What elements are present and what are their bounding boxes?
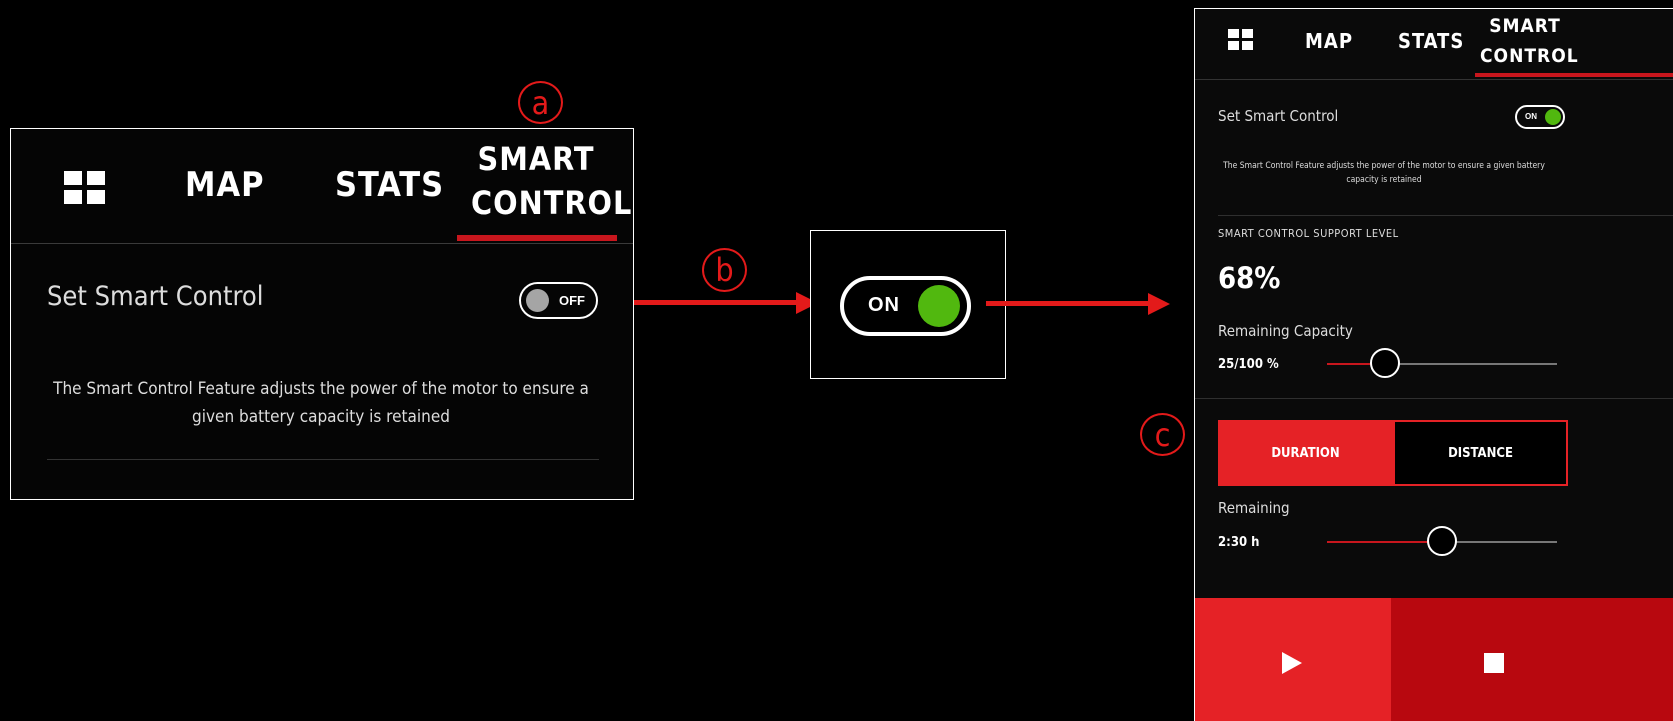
top-nav: MAP STATS SMART CONTROL: [1195, 9, 1673, 80]
tab-stats[interactable]: STATS: [1398, 29, 1465, 53]
tab-stats[interactable]: STATS: [335, 165, 445, 205]
remaining-time-value: 2:30 h: [1218, 535, 1260, 550]
arrow-line: [986, 301, 1150, 306]
remaining-capacity-value: 25/100 %: [1218, 357, 1279, 372]
remaining-capacity-slider[interactable]: [1327, 348, 1557, 378]
slider-track: [1385, 363, 1557, 365]
remaining-capacity-label: Remaining Capacity: [1218, 322, 1353, 340]
active-tab-indicator: [457, 235, 617, 241]
annotation-c: c: [1140, 413, 1185, 456]
smart-control-panel-off: MAP STATS SMART CONTROL Set Smart Contro…: [10, 128, 634, 500]
slider-thumb[interactable]: [1427, 526, 1457, 556]
stop-button[interactable]: [1391, 598, 1673, 721]
play-icon: [1282, 652, 1302, 674]
support-level-heading: SMART CONTROL SUPPORT LEVEL: [1218, 227, 1399, 240]
smart-control-description: The Smart Control Feature adjusts the po…: [53, 379, 589, 427]
support-level-value: 68%: [1218, 261, 1281, 295]
toggle-off-label: OFF: [559, 293, 585, 308]
tab-smart-control[interactable]: SMART CONTROL: [471, 140, 633, 222]
divider: [47, 459, 599, 460]
smart-control-toggle-on[interactable]: ON: [1515, 105, 1565, 129]
remaining-label: Remaining: [1218, 499, 1290, 517]
remaining-time-slider[interactable]: [1327, 526, 1557, 556]
grid-icon[interactable]: [64, 171, 105, 204]
tab-map[interactable]: MAP: [185, 165, 265, 205]
toggle-on-label: ON: [868, 294, 900, 316]
divider: [1218, 215, 1673, 216]
slider-fill: [1327, 363, 1385, 365]
set-smart-control-label: Set Smart Control: [47, 281, 264, 312]
stop-icon: [1484, 653, 1504, 673]
tab-map[interactable]: MAP: [1305, 29, 1354, 53]
play-button[interactable]: [1195, 598, 1391, 721]
arrow-head: [1148, 293, 1170, 315]
set-smart-control-label: Set Smart Control: [1218, 107, 1339, 125]
toggle-knob: [1545, 109, 1561, 125]
smart-control-description: The Smart Control Feature adjusts the po…: [1223, 161, 1545, 185]
smart-control-toggle-on[interactable]: ON: [840, 276, 971, 336]
slider-thumb[interactable]: [1370, 348, 1400, 378]
smart-control-panel-on: MAP STATS SMART CONTROL Set Smart Contro…: [1194, 8, 1673, 721]
mode-distance-button[interactable]: DISTANCE: [1393, 420, 1568, 486]
mode-duration-button[interactable]: DURATION: [1218, 420, 1393, 486]
top-nav: MAP STATS SMART CONTROL: [11, 129, 633, 244]
divider: [1195, 398, 1673, 399]
slider-fill: [1327, 541, 1442, 543]
smart-control-toggle[interactable]: OFF: [519, 282, 598, 319]
active-tab-indicator: [1475, 73, 1673, 77]
toggle-on-zoom: ON: [810, 230, 1006, 379]
toggle-knob: [526, 289, 549, 312]
arrow-line: [634, 300, 798, 305]
toggle-on-label: ON: [1525, 112, 1537, 121]
annotation-a: a: [518, 81, 563, 124]
slider-track: [1442, 541, 1557, 543]
annotation-b: b: [702, 248, 747, 292]
toggle-knob: [918, 285, 960, 327]
tab-smart-control[interactable]: SMART CONTROL: [1480, 15, 1579, 67]
grid-icon[interactable]: [1228, 29, 1253, 50]
